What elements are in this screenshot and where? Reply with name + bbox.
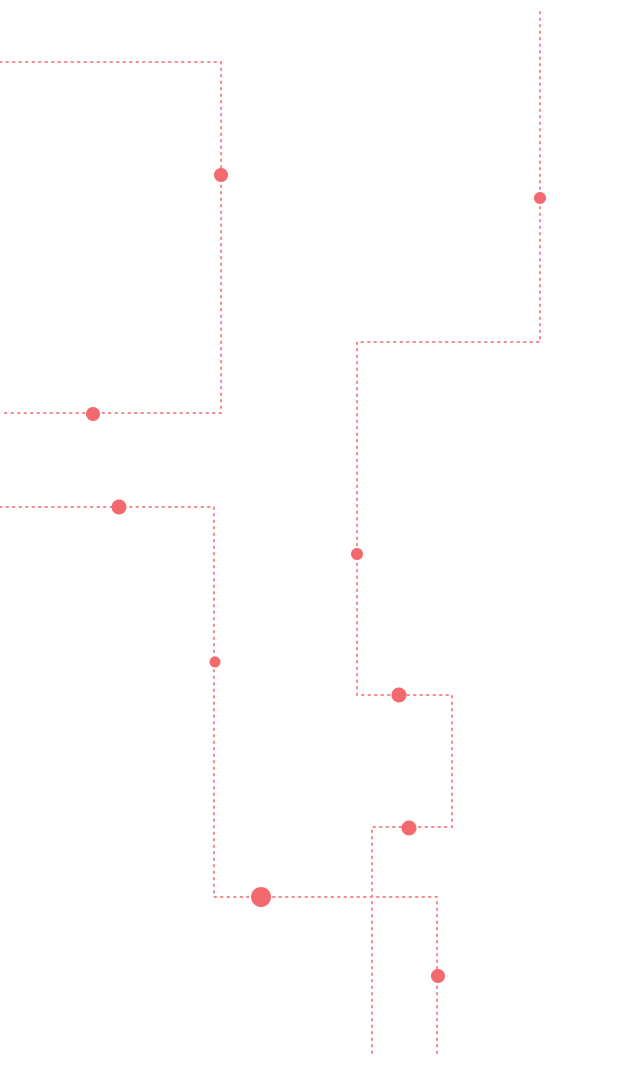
node-dot [111,499,127,515]
node-dot [431,969,445,983]
route-middle-left [0,506,438,1056]
route-top-left-box [0,61,222,414]
node-dot [401,820,417,836]
node-dot [251,887,271,907]
node-dot [214,168,228,182]
node-dot [209,656,221,668]
route-top-right [356,11,541,1056]
route-group [0,11,541,1056]
node-dot [391,687,407,703]
node-group [86,168,546,983]
node-dot [351,548,363,560]
node-dot [86,407,100,421]
node-dot [534,192,546,204]
